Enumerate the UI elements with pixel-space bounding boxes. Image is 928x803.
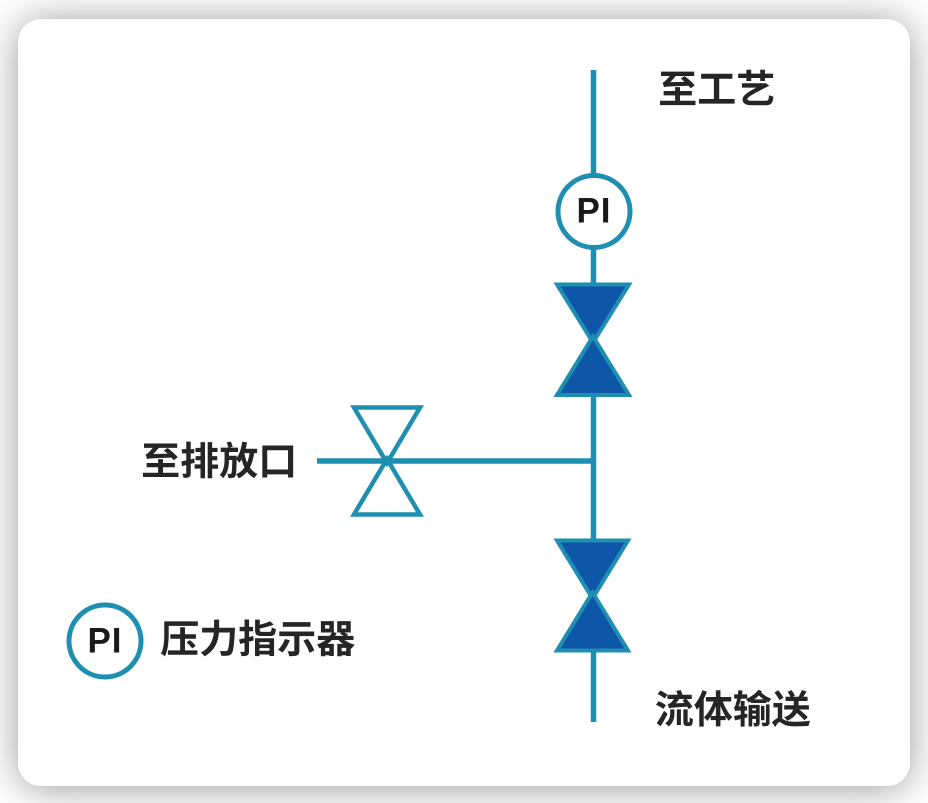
svg-text:PI: PI <box>87 622 122 661</box>
svg-text:PI: PI <box>576 192 611 231</box>
